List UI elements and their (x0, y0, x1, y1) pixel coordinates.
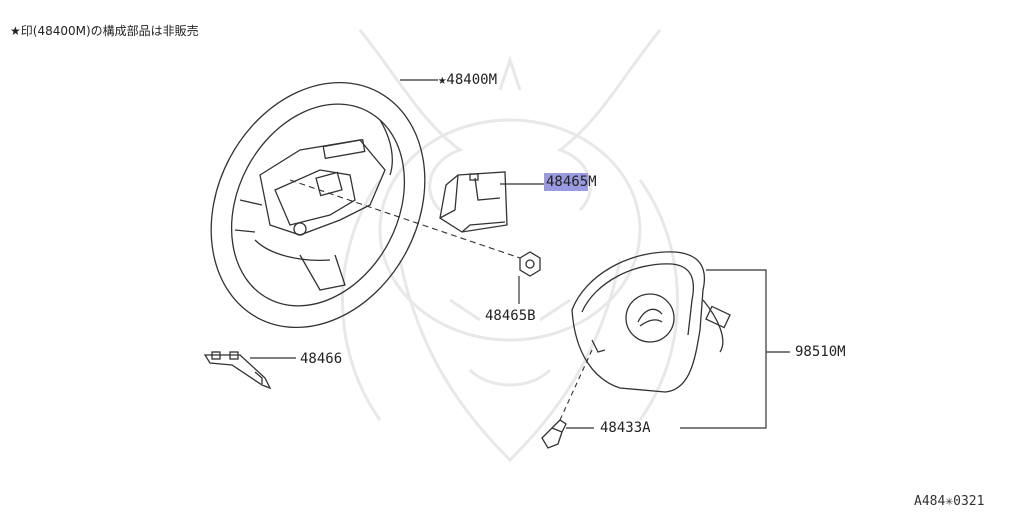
diagram-code: A484✳0321 (914, 494, 985, 509)
nut-drawing (519, 251, 541, 277)
label-switch-module-suffix: M (588, 174, 597, 190)
label-airbag-module[interactable]: 98510M (795, 344, 846, 360)
airbag-module-drawing (571, 251, 731, 393)
label-switch-module[interactable]: 48465M (544, 173, 597, 191)
center-axis-dashed (289, 179, 521, 259)
watermark-emblem (341, 29, 679, 463)
label-switch-module-highlight: 48465 (544, 173, 589, 191)
label-bolt[interactable]: 48433A (600, 420, 651, 436)
label-steering-wheel[interactable]: ★48400M (438, 72, 498, 88)
bolt-axis-dashed (559, 349, 593, 421)
bracket-drawing (203, 351, 272, 390)
bolt-drawing (541, 419, 567, 449)
steering-wheel-drawing (210, 81, 426, 329)
label-nut[interactable]: 48465B (485, 308, 536, 324)
label-bracket[interactable]: 48466 (300, 351, 343, 367)
airbag-bracket-leader (680, 269, 790, 429)
note-text: ★印(48400M)の構成部品は非販売 (10, 24, 199, 38)
switch-module-drawing (439, 171, 508, 233)
